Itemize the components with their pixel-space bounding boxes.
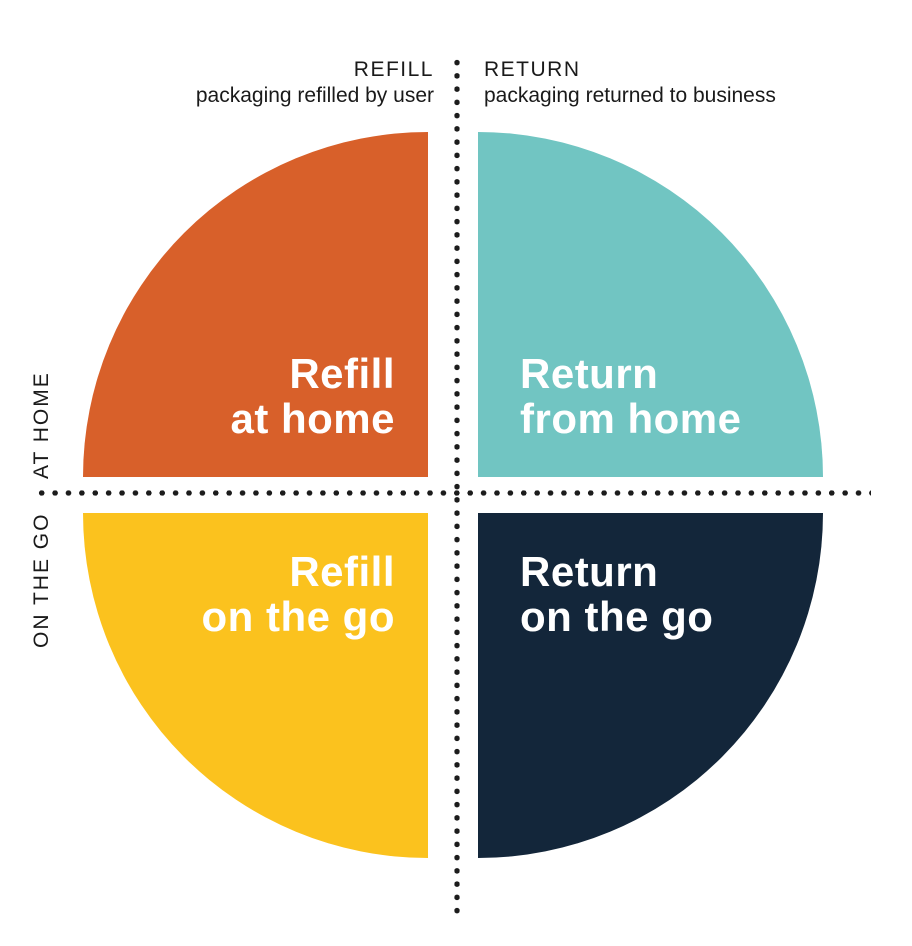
quadrant-label-line: on the go — [201, 593, 395, 640]
column-subtitle-refill: packaging refilled by user — [195, 84, 434, 107]
column-subtitle-return: packaging returned to business — [484, 84, 776, 107]
quadrant-label-line: Refill — [289, 350, 395, 397]
quadrant-label-line: from home — [520, 395, 742, 442]
quadrant-label-line: on the go — [520, 593, 714, 640]
quadrant-label-line: Return — [520, 350, 659, 397]
quadrant-label-line: at home — [230, 395, 395, 442]
column-header-return: RETURN packaging returned to business — [484, 57, 776, 109]
row-label-on-the-go: ON THE GO — [30, 512, 53, 648]
quadrant-label-refill-at-home: Refill at home — [230, 351, 395, 441]
column-title-refill: REFILL — [353, 58, 434, 81]
quadrant-label-refill-on-the-go: Refill on the go — [202, 549, 395, 639]
column-title-return: RETURN — [484, 58, 581, 81]
quadrant-label-return-on-the-go: Return on the go — [520, 549, 713, 639]
quadrant-label-line: Return — [520, 548, 659, 595]
column-header-refill: REFILL packaging refilled by user — [196, 57, 434, 109]
quadrant-label-return-from-home: Return from home — [520, 351, 742, 441]
horizontal-axis-dotted-line — [35, 489, 871, 497]
row-label-at-home: AT HOME — [30, 371, 53, 479]
vertical-axis-dotted-line — [453, 56, 461, 918]
quadrant-label-line: Refill — [289, 548, 395, 595]
